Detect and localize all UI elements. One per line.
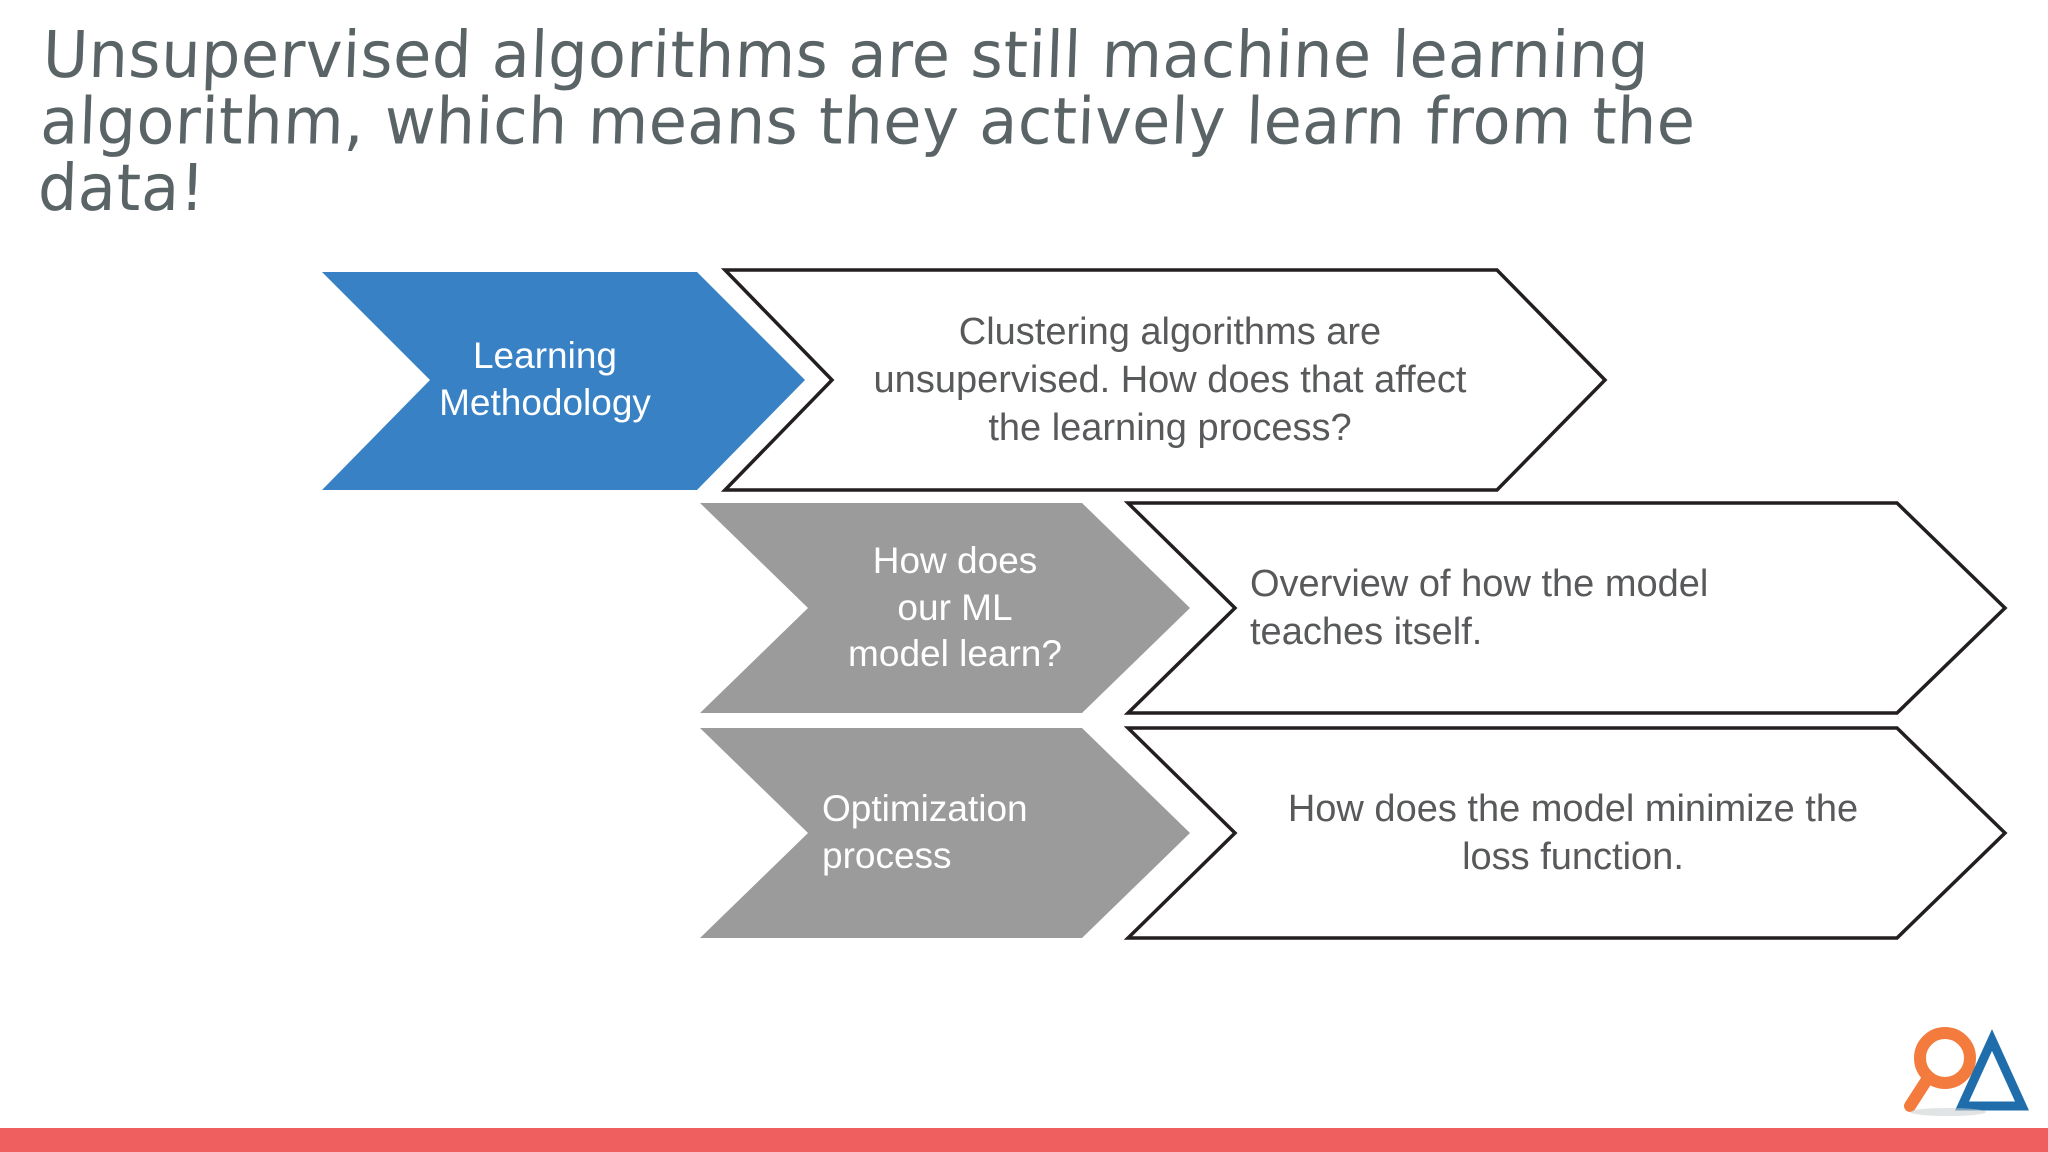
triangle-icon: [1955, 1029, 2029, 1111]
magnifier-icon: [1904, 1027, 1976, 1112]
chevron-row1-left-shape: [322, 272, 805, 490]
footer-bar: [0, 1128, 2048, 1152]
logo-shadow: [1910, 1108, 1986, 1116]
brand-logo: [1896, 1026, 2032, 1122]
chevron-row2-left-shape: [700, 503, 1190, 713]
chevron-row3-left-shape: [700, 728, 1190, 938]
chevron-row1-right-shape: [720, 268, 1608, 492]
chevron-row2-right-shape: [1123, 501, 2008, 715]
chevron-row3-right-shape: [1123, 726, 2008, 940]
